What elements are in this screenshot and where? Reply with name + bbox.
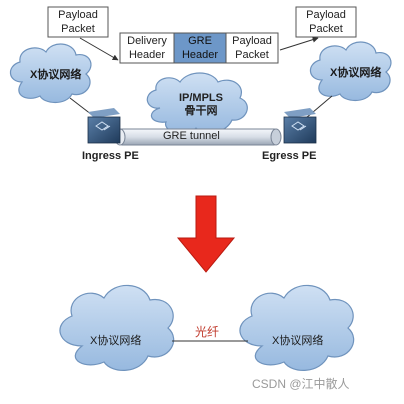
delivery-line1: Delivery — [127, 35, 167, 47]
cloud-left-bottom-label: X协议网络 — [90, 335, 142, 347]
payload-left-line2: Packet — [61, 23, 95, 35]
delivery-line2: Header — [128, 49, 166, 61]
cloud-right-bottom-label: X协议网络 — [272, 335, 324, 347]
backbone-line1: IP/MPLS — [178, 92, 223, 104]
cloud-left-bottom — [59, 284, 175, 371]
watermark: CSDN @江中散人 — [252, 377, 350, 391]
payload-left-line1: Payload — [58, 9, 98, 21]
cloud-right-top — [309, 41, 392, 102]
arrow-encapsulate — [79, 37, 119, 61]
packet-payload-line2: Packet — [235, 49, 269, 61]
cloud-right-top-label: X协议网络 — [330, 67, 382, 79]
fiber-label: 光纤 — [195, 325, 220, 339]
cloud-left-top-label: X协议网络 — [30, 69, 82, 81]
gre-tunnel-label: GRE tunnel — [163, 130, 220, 142]
delivery-header-label: Delivery Header — [120, 34, 174, 62]
cloud-right-bottom — [239, 284, 355, 371]
ingress-pe-label: Ingress PE — [82, 150, 139, 162]
backbone-line2: 骨干网 — [184, 105, 218, 117]
gre-header-label: GRE Header — [174, 34, 226, 62]
egress-pe-label: Egress PE — [262, 150, 317, 162]
payload-right-line2: Packet — [309, 23, 343, 35]
gre-line2: Header — [181, 49, 219, 61]
transform-arrow-icon — [176, 195, 236, 273]
packet-payload-label: Payload Packet — [226, 34, 278, 62]
payload-box-left — [47, 6, 109, 38]
payload-right-line1: Payload — [306, 9, 346, 21]
cloud-left-top — [9, 43, 92, 104]
egress-router-icon — [283, 108, 317, 144]
encapsulated-packet — [119, 32, 279, 64]
ingress-router-icon — [87, 108, 121, 144]
backbone-label: IP/MPLS 骨干网 — [166, 92, 236, 118]
packet-payload-line1: Payload — [232, 35, 272, 47]
payload-box-right — [295, 6, 357, 38]
payload-left-label: Payload Packet — [48, 8, 108, 36]
payload-right-label: Payload Packet — [296, 8, 356, 36]
gre-line1: GRE — [188, 35, 212, 47]
arrow-decapsulate — [279, 36, 319, 51]
